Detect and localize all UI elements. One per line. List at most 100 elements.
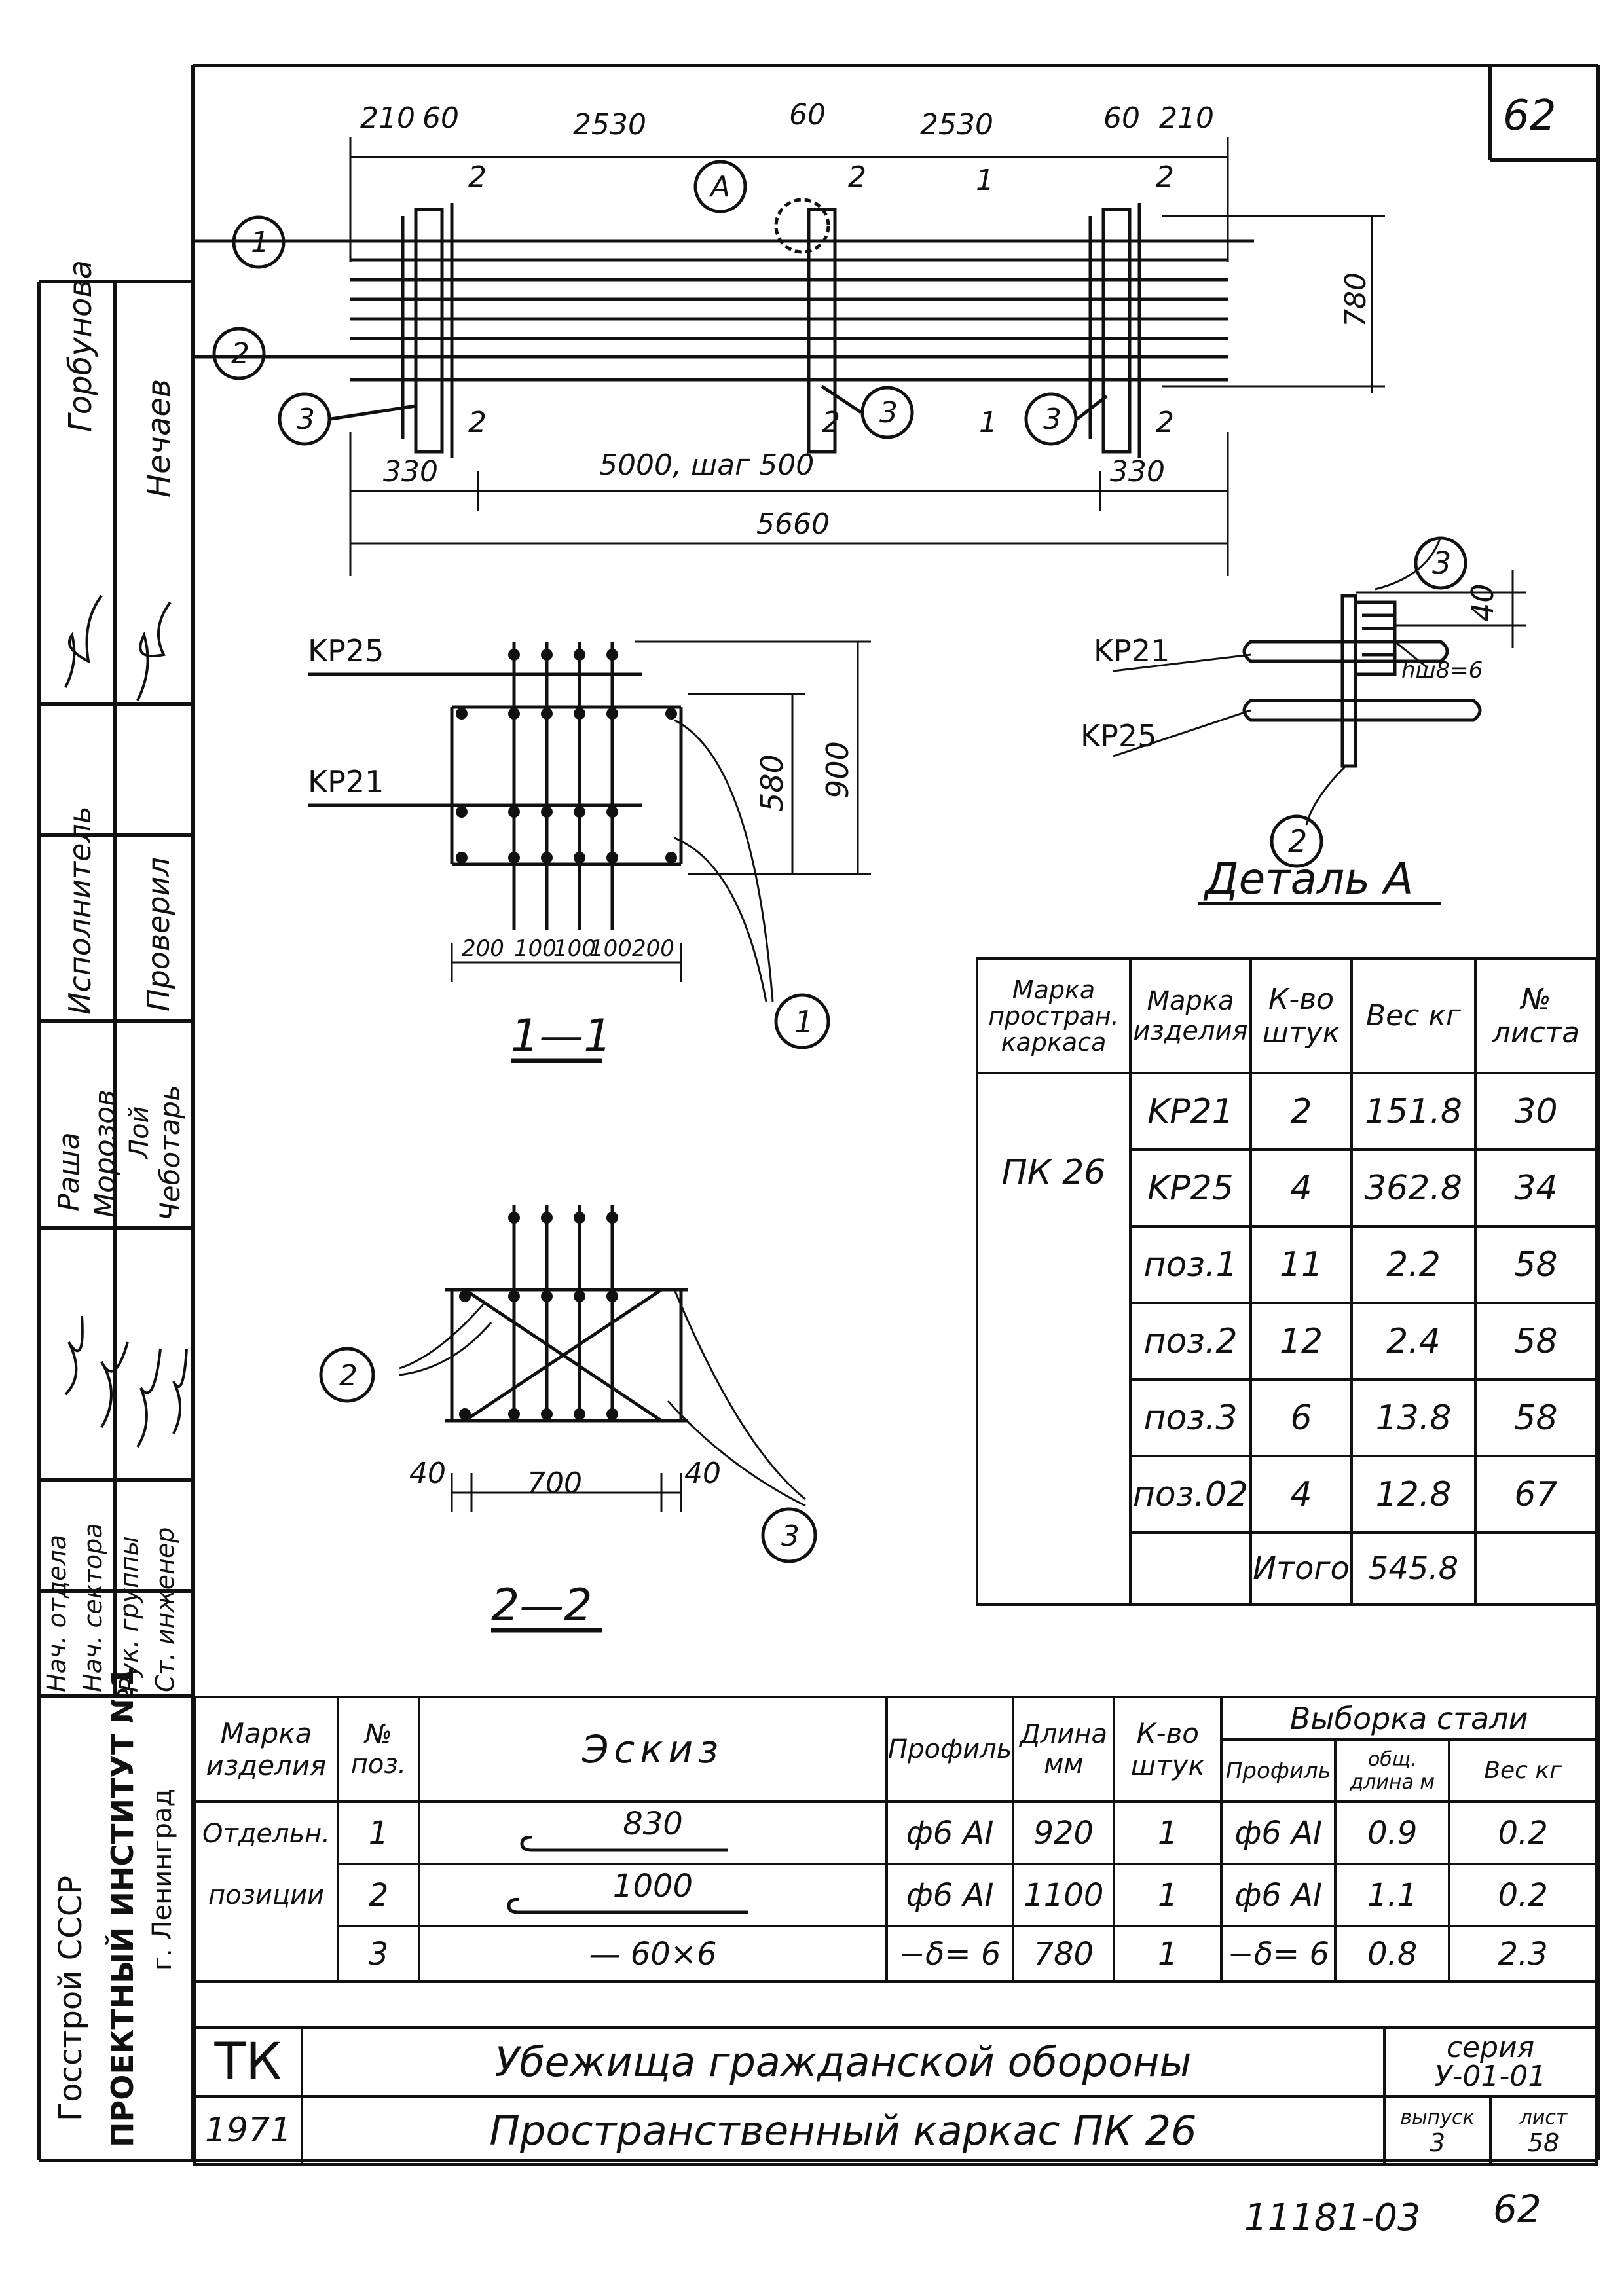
pos-sub-length: общ. длина м: [1334, 1738, 1451, 1803]
pos-row-3-num: 3: [337, 1925, 420, 1983]
pos-row-3-length: 780: [1012, 1925, 1116, 1983]
plan-dim-5660: 5660: [756, 507, 830, 541]
spec-row-3-weight: 2.2: [1350, 1225, 1477, 1304]
pos-mark-line2: позиции: [193, 1864, 339, 1926]
spec-row-5-qty: 6: [1249, 1378, 1353, 1457]
spec-row-1-mark: KP21: [1129, 1072, 1252, 1151]
spec-row-6-mark: поз.02: [1129, 1455, 1252, 1534]
plan-dim-5000: 5000, шаг 500: [599, 448, 814, 482]
pos-row-1-length: 920: [1012, 1800, 1116, 1865]
detail-weld: hш8=6: [1401, 657, 1483, 683]
s22-title: 2—2: [491, 1580, 593, 1631]
pos-row-2-steel-weight: 0.2: [1448, 1863, 1598, 1927]
tb-issue-sheet: выпуск 3 лист 58: [1383, 2095, 1598, 2166]
pos-row-2-bar: [507, 1898, 748, 1914]
s11-dim-580: 580: [754, 754, 790, 812]
tb-org: ТК: [193, 2026, 303, 2098]
spec-total-label: Итого: [1249, 1531, 1353, 1606]
pos-header-num: № поз.: [337, 1696, 420, 1803]
pos-sub-profile: Профиль: [1220, 1738, 1337, 1803]
plan-dim-780: 780: [1339, 272, 1373, 327]
tb-issue-value: 3: [1429, 2128, 1446, 2157]
s22-callout-3: 3: [781, 1520, 800, 1553]
spec-row-6-sheet: 67: [1474, 1455, 1598, 1534]
tb-title-2: Пространственный каркас ПК 26: [301, 2095, 1386, 2166]
tb-title-1: Убежища гражданской обороны: [301, 2026, 1386, 2098]
plan-section-2a: 2: [468, 160, 487, 194]
s11-dim-900: 900: [820, 741, 855, 799]
pos-row-2-sketch: 1000: [418, 1863, 888, 1927]
pos-row-2-steel-length: 1.1: [1334, 1863, 1451, 1927]
plan-callout-a: A: [709, 170, 730, 204]
spec-header-item-mark: Марка изделия: [1129, 957, 1252, 1074]
spec-row-4-mark: поз.2: [1129, 1302, 1252, 1381]
spec-row-3-mark: поз.1: [1129, 1225, 1252, 1304]
pos-header-length: Длина мм: [1012, 1696, 1116, 1803]
tb-issue: выпуск 3: [1386, 2098, 1492, 2163]
sheet-number: 62: [1503, 92, 1557, 140]
spec-row-3-qty: 11: [1249, 1225, 1353, 1304]
s11-title: 1—1: [511, 1010, 612, 1062]
pos-row-3-sketch: — 60×6: [418, 1925, 888, 1983]
plan-dim-60-right: 60: [1103, 101, 1140, 135]
detail-label-kp21: KP21: [1094, 633, 1170, 668]
plan-callout-1: 1: [251, 226, 269, 259]
pos-row-3-steel-length: 0.8: [1334, 1925, 1451, 1983]
pos-header-mark: Марка изделия: [193, 1696, 339, 1803]
pos-row-3-qty: 1: [1113, 1925, 1223, 1983]
pos-row-3-steel-weight: 2.3: [1448, 1925, 1598, 1983]
spec-header-sheet: № листа: [1474, 957, 1598, 1074]
s11-callout-1: 1: [794, 1004, 813, 1040]
plan-view: 210 60 2530 60 2530 60 210 780 330 5000,…: [193, 98, 1385, 576]
spec-row-5-mark: поз.3: [1129, 1378, 1252, 1457]
positions-table: Марка изделия № поз. Эскиз Профиль Длина…: [193, 1696, 1598, 2029]
pos-row-2-num: 2: [337, 1863, 420, 1927]
pos-sub-weight: Вес кг: [1448, 1738, 1598, 1803]
plan-dim-210-right: 210: [1159, 101, 1214, 135]
spec-row-1-weight: 151.8: [1350, 1072, 1477, 1151]
title-block: ТК Убежища гражданской обороны серия У-0…: [193, 2026, 1598, 2166]
spec-row-4-qty: 12: [1249, 1302, 1353, 1381]
plan-dim-60-left: 60: [422, 101, 459, 135]
footer-code: 11181-03: [1244, 2196, 1421, 2239]
pos-row-1-qty: 1: [1113, 1800, 1223, 1865]
pos-row-1-steel-length: 0.9: [1334, 1800, 1451, 1865]
tb-series: серия У-01-01: [1383, 2026, 1598, 2098]
plan-section-2e: 2: [822, 406, 840, 439]
tb-sheet: лист 58: [1490, 2098, 1595, 2163]
spec-row-6-qty: 4: [1249, 1455, 1353, 1534]
detail-callout-2: 2: [1288, 824, 1307, 859]
signatures: [64, 594, 188, 1448]
spec-row-2-sheet: 34: [1474, 1148, 1598, 1228]
spec-table: Марка простран. каркаса Марка изделия К-…: [976, 957, 1598, 1606]
s11-dim-100a: 100: [514, 936, 557, 962]
s22-callout-2: 2: [339, 1359, 358, 1393]
s11-dim-200a: 200: [462, 936, 504, 962]
tb-series-label: серия: [1446, 2030, 1535, 2064]
s22-dim-40b: 40: [684, 1457, 721, 1490]
pos-spacer: [193, 1980, 1598, 2029]
tb-series-value: У-01-01: [1434, 2059, 1547, 2093]
footer-sheet: 62: [1493, 2187, 1541, 2231]
pos-header-steel: Выборка стали: [1220, 1696, 1598, 1741]
plan-callout-3b: 3: [879, 396, 898, 429]
spec-total-blank: [1129, 1531, 1252, 1606]
plan-section-1a: 1: [976, 164, 994, 197]
pos-row-1-steel-profile: ф6 AI: [1220, 1800, 1337, 1865]
pos-row-2-steel-profile: ф6 AI: [1220, 1863, 1337, 1927]
plan-dim-330-left: 330: [383, 455, 438, 488]
pos-row-1-sketch-dim: 830: [623, 1805, 683, 1842]
spec-header-weight: Вес кг: [1350, 957, 1477, 1074]
spec-row-2-qty: 4: [1249, 1148, 1353, 1228]
tb-sheet-value: 58: [1527, 2128, 1560, 2157]
spec-header-frame-mark: Марка простран. каркаса: [976, 957, 1132, 1074]
spec-row-1-sheet: 30: [1474, 1072, 1598, 1151]
spec-total-blank-2: [1474, 1531, 1598, 1606]
stamp-name-nechaev: Нечаев: [141, 378, 177, 498]
spec-row-4-weight: 2.4: [1350, 1302, 1477, 1381]
spec-row-2-weight: 362.8: [1350, 1148, 1477, 1228]
section-1-1: KP25 KP21 580 900 1 200 100 100 100 200 …: [308, 633, 871, 1063]
pos-mark-line1: Отдельн.: [193, 1800, 339, 1864]
plan-dim-210-left: 210: [360, 101, 415, 135]
s11-dim-200b: 200: [632, 936, 674, 962]
